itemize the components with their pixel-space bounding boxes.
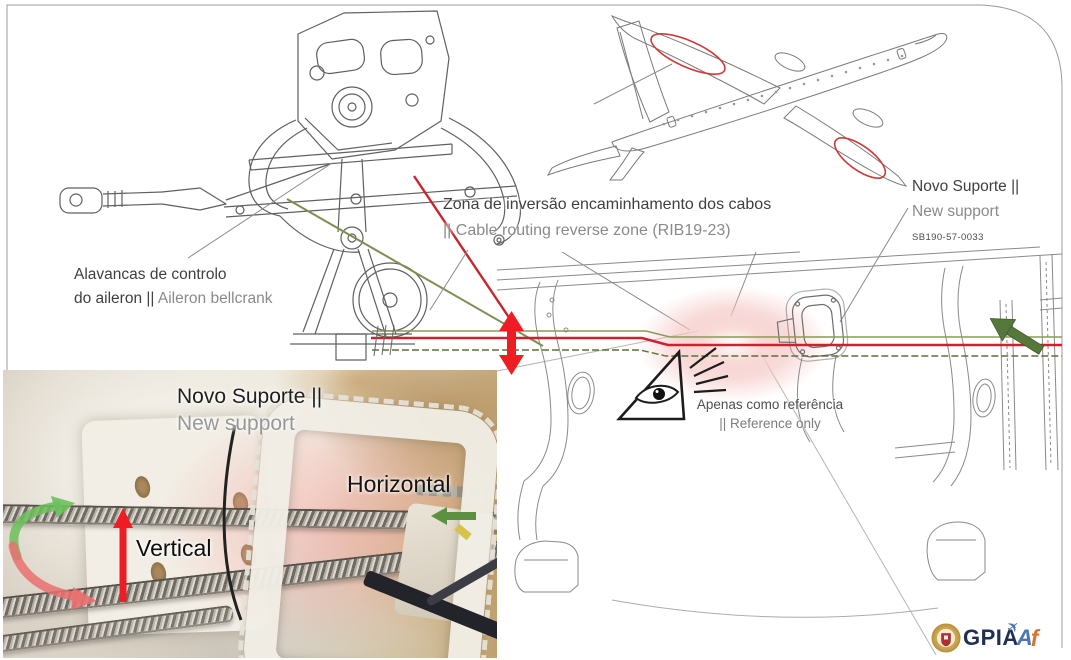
photo-red-arrow	[113, 508, 133, 602]
photo-vertical-label: Vertical	[136, 535, 212, 561]
wing-rib-drawing	[496, 246, 1063, 618]
photo-green-arrow	[431, 507, 476, 525]
frame-border	[6, 4, 1063, 648]
window-dots	[662, 54, 904, 126]
photo-overlay	[8, 424, 476, 621]
cable-zone-label: Zona de inversão encaminhamento dos cabo…	[443, 196, 772, 239]
photo-horizontal-label: Horizontal	[347, 471, 451, 497]
cable-diagonals	[286, 175, 544, 347]
green-direction-arrow	[989, 318, 1045, 355]
red-updown-arrow	[499, 311, 524, 375]
gpiaaf-emblem	[931, 623, 961, 653]
black-wire	[222, 424, 243, 621]
logo-text-f: f	[1030, 624, 1039, 651]
part-number: SB190-57-0033	[912, 232, 984, 243]
eye-icon	[616, 347, 729, 421]
aircraft-drawing	[546, 14, 948, 187]
logo-text-gpia: GPIA	[963, 625, 1019, 650]
bellcrank-drawing	[59, 10, 522, 361]
yellow-wire	[454, 523, 472, 541]
photo-title-label: Novo Suporte || New support	[177, 385, 323, 435]
gpiaaf-logo: GPIA ✈ A f	[931, 617, 1039, 655]
aileron-highlight-ellipses	[650, 33, 887, 179]
support-photo	[3, 370, 497, 658]
photo-curved-green-arrow	[9, 496, 75, 561]
logo-text-a: A	[1016, 625, 1033, 650]
support-bracket-drawing	[776, 288, 849, 362]
photo-curved-red-arrow	[8, 541, 97, 610]
reference-only-label: Apenas como referência || Reference only	[696, 397, 844, 431]
new-support-label: Novo Suporte || New support SB190-57-003…	[912, 174, 1019, 250]
aileron-bellcrank-label: Alavancas de controlo do aileron || Aile…	[74, 266, 273, 307]
